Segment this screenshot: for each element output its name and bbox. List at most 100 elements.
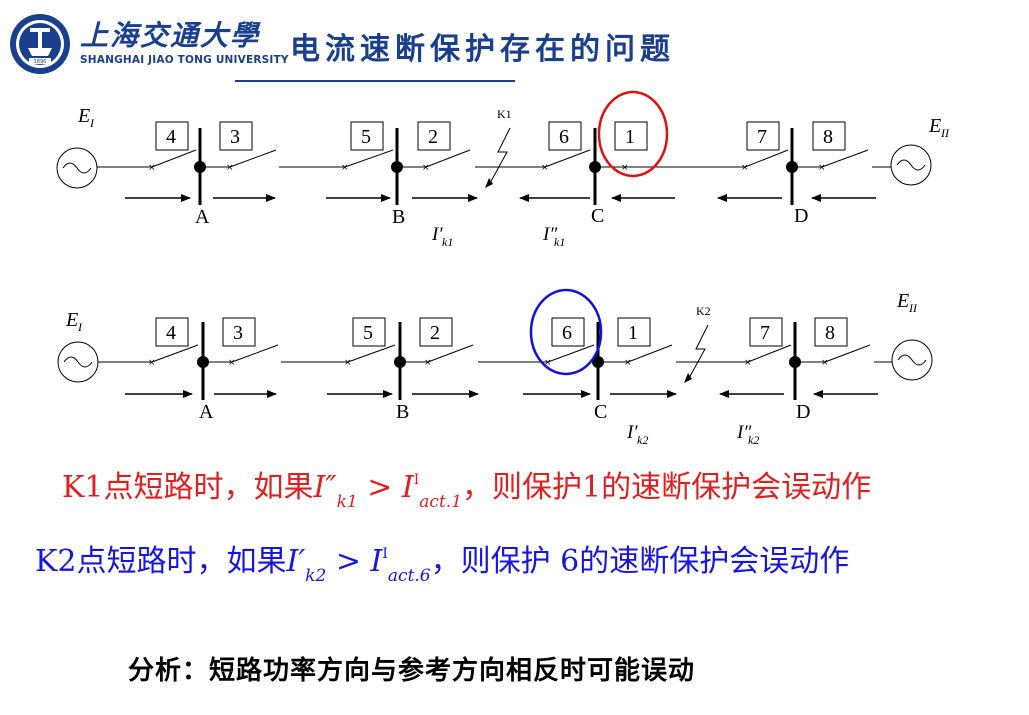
statement-k2-op: > [326, 544, 371, 579]
current-label: I′ [626, 422, 638, 443]
svg-text:1896: 1896 [34, 59, 47, 65]
statement-k1-op: > [357, 470, 402, 505]
bus-node [589, 161, 601, 173]
bus-node [391, 161, 403, 173]
svg-text:×: × [621, 163, 629, 173]
bus-node [789, 356, 801, 368]
statement-k2-prefix: K2点短路时，如果 [35, 544, 287, 579]
relay-label: 4 [166, 126, 176, 148]
svg-text:×: × [148, 358, 156, 368]
generator-left-icon [57, 341, 99, 383]
source-left-sub: I [89, 116, 95, 130]
bus-node [394, 356, 406, 368]
current-label: I′ [431, 224, 443, 245]
svg-text:×: × [424, 358, 432, 368]
source-right-label: E [896, 290, 909, 312]
bus-label: B [396, 401, 409, 423]
title-underline [235, 80, 515, 82]
generator-right-icon [891, 339, 933, 381]
fault-lightning-icon [687, 324, 709, 381]
relay-label: 6 [559, 126, 569, 148]
statement-k1-prefix: K1点短路时，如果 [62, 470, 314, 505]
relay-label: 3 [233, 322, 243, 344]
current-label: I″ [542, 224, 558, 245]
slide-title: 电流速断保护存在的问题 [290, 32, 675, 67]
svg-text:×: × [226, 163, 234, 173]
current-label: I″ [736, 422, 752, 443]
bus-node [786, 161, 798, 173]
svg-text:×: × [341, 163, 349, 173]
diagram-top: E I E II × × [56, 90, 950, 249]
current-sub: k2 [748, 433, 759, 447]
svg-text:×: × [544, 358, 552, 368]
statement-k1-rhs-sup: I [413, 472, 420, 488]
statement-k2-rhs-sup: I [382, 546, 388, 562]
protection-diagrams: E I E II × × [56, 90, 950, 447]
university-name-chinese: 上海交通大學 [80, 19, 261, 52]
statement-k1-lhs-sub: k1 [336, 492, 358, 512]
fault-arrow-icon [485, 178, 493, 188]
line-top [97, 149, 891, 168]
svg-text:×: × [744, 358, 752, 368]
svg-text:×: × [541, 163, 549, 173]
bus-node [592, 356, 604, 368]
relay-label: 4 [166, 322, 176, 344]
generator-right-icon [890, 144, 932, 186]
svg-text:×: × [741, 163, 749, 173]
relay-label: 8 [823, 126, 833, 148]
fault-label: K1 [497, 107, 512, 121]
svg-text:×: × [818, 163, 826, 173]
svg-text:×: × [821, 358, 829, 368]
bus-label: C [594, 401, 607, 423]
bus-label: C [591, 205, 604, 227]
svg-text:×: × [422, 163, 430, 173]
relay-label: 5 [361, 126, 371, 148]
relay-label: 1 [625, 126, 635, 148]
bus-node [197, 356, 209, 368]
relay-label: 7 [757, 126, 767, 148]
source-left-label: E [65, 309, 78, 331]
relay-label: 5 [363, 322, 373, 344]
slide-header: 1896 上海交通大學 SHANGHAI JIAO TONG UNIVERSIT… [0, 0, 1029, 90]
line-bottom [98, 344, 892, 363]
statement-k2-lhs: I′ [286, 544, 306, 579]
highlight-circle [597, 90, 669, 178]
highlight-circle [529, 288, 603, 376]
statement-k1-rhs-sub: act.1 [419, 492, 463, 512]
source-right-label: E [928, 115, 941, 137]
bus-label: A [195, 206, 210, 228]
analysis-conclusion: 分析：短路功率方向与参考方向相反时可能误动 [128, 656, 696, 686]
statement-k2-rhs-sub: act.6 [387, 566, 431, 586]
relay-label: 1 [628, 322, 638, 344]
statement-k2-rhs: I [370, 544, 383, 579]
statement-k2: K2点短路时，如果I′k2 > IIact.6，则保护 6的速断保护会误动作 [35, 536, 849, 586]
svg-text:×: × [148, 163, 156, 173]
svg-text:×: × [228, 358, 236, 368]
relay-label: 7 [760, 322, 770, 344]
fault-lightning-icon [488, 127, 511, 186]
fault-arrow-icon [684, 373, 692, 383]
source-left-sub: I [77, 320, 83, 334]
university-seal-logo: 1896 [10, 14, 70, 74]
statement-k2-lhs-sub: k2 [305, 566, 327, 586]
statement-k1-rhs: I [401, 470, 414, 505]
bus-node [194, 161, 206, 173]
source-left-label: E [77, 105, 90, 127]
current-sub: k2 [637, 433, 648, 447]
statement-k1: K1点短路时，如果I″k1 > IIact.1，则保护1的速断保护会误动作 [62, 462, 871, 512]
current-sub: k1 [554, 235, 565, 249]
relay-label: 8 [825, 322, 835, 344]
relay-label: 2 [428, 126, 438, 148]
relay-label: 2 [430, 322, 440, 344]
generator-left-icon [56, 147, 98, 189]
svg-text:×: × [624, 358, 632, 368]
bus-label: A [199, 401, 214, 423]
fault-label: K2 [696, 304, 711, 318]
bus-label: B [392, 206, 405, 228]
bus-label: D [794, 205, 808, 227]
current-sub: k1 [442, 235, 453, 249]
diagram-bottom: E I E II ×× ×× [57, 288, 933, 447]
source-right-sub: II [940, 126, 950, 140]
bus-label: D [796, 401, 810, 423]
svg-text:×: × [344, 358, 352, 368]
